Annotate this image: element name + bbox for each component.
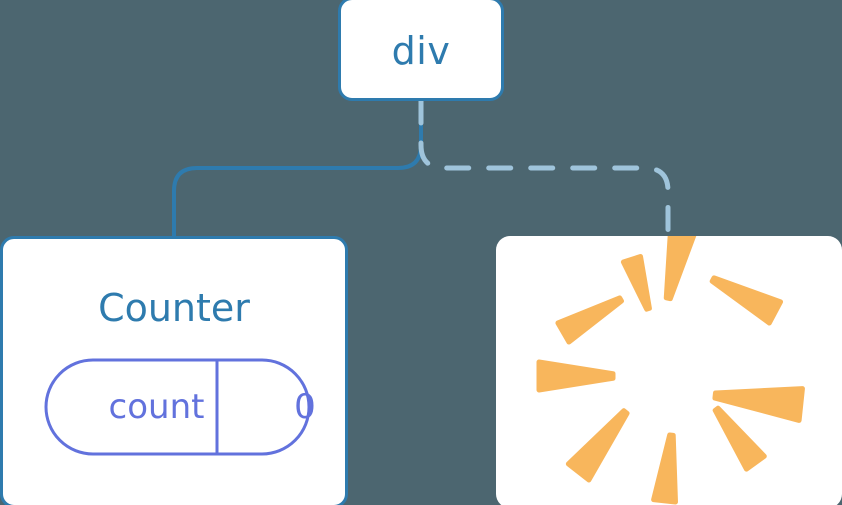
connector-div-to-counter [172, 99, 423, 240]
ray-e [712, 386, 805, 423]
burst-rays [536, 236, 805, 505]
sparkle-burst-icon [536, 236, 805, 505]
ray-sw [565, 408, 630, 483]
ray-ne [709, 275, 784, 326]
state-pill-value: 0 [294, 387, 316, 427]
node-div[interactable]: div [338, 0, 504, 101]
ray-s [651, 432, 678, 505]
node-counter-title: Counter [98, 286, 250, 330]
node-div-label: div [391, 29, 451, 73]
ray-nne [620, 253, 652, 312]
connector-div-to-burst [418, 98, 671, 241]
state-pill-shape [44, 358, 311, 456]
ray-w [536, 359, 616, 393]
ray-se [712, 405, 767, 472]
ray-n [663, 236, 699, 302]
state-pill-outline [44, 358, 311, 456]
ray-nnw [555, 295, 624, 345]
node-burst[interactable] [496, 236, 842, 505]
state-pill-count[interactable]: count 0 [44, 358, 316, 456]
state-pill-key: count [108, 387, 205, 427]
node-counter[interactable]: Counter count 0 [0, 236, 348, 505]
